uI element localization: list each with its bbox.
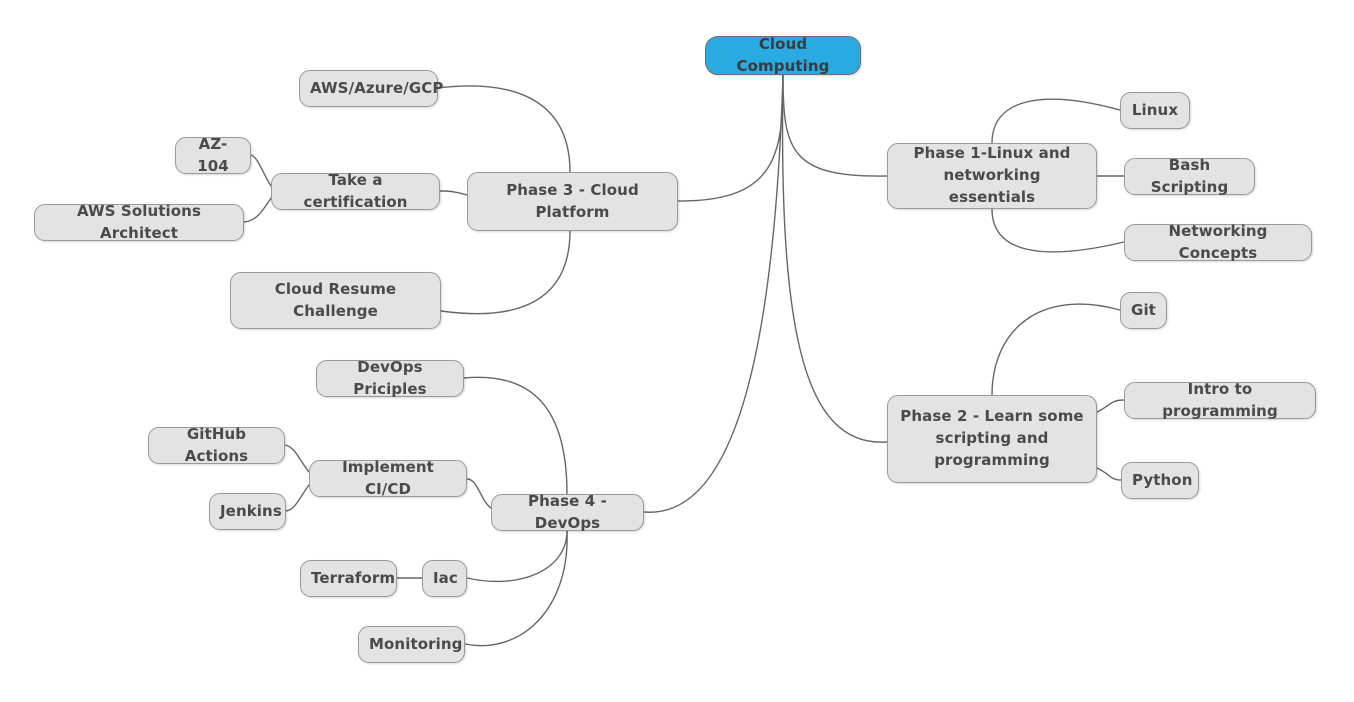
node-phase1[interactable]: Phase 1-Linux and networking essentials bbox=[887, 143, 1097, 209]
root-node[interactable]: Cloud Computing bbox=[705, 34, 861, 75]
node-awssolarch[interactable]: AWS Solutions Architect bbox=[34, 202, 244, 242]
node-intro-label: Intro to programming bbox=[1162, 379, 1278, 420]
node-iac-label: Iac bbox=[433, 568, 458, 587]
node-awsazuregcp[interactable]: AWS/Azure/GCP bbox=[299, 70, 444, 107]
node-jenkins-label: Jenkins bbox=[220, 501, 282, 520]
edge-phase3-to-cloudresume bbox=[440, 230, 571, 315]
node-cicd-label: Implement CI/CD bbox=[342, 457, 434, 498]
node-git-label: Git bbox=[1131, 300, 1156, 319]
node-phase4[interactable]: Phase 4 - DevOps bbox=[491, 492, 644, 532]
node-git[interactable]: Git bbox=[1120, 292, 1167, 329]
node-certification[interactable]: Take a certification bbox=[271, 171, 440, 211]
node-terraform-label: Terraform bbox=[311, 568, 396, 587]
node-az104[interactable]: AZ-104 bbox=[175, 135, 251, 175]
node-iac[interactable]: Iac bbox=[422, 560, 467, 597]
node-githubactions-label: GitHub Actions bbox=[184, 424, 249, 465]
node-az104-label: AZ-104 bbox=[197, 134, 229, 175]
node-phase4-label: Phase 4 - DevOps bbox=[528, 491, 607, 532]
node-phase2[interactable]: Phase 2 - Learn some scripting and progr… bbox=[887, 395, 1097, 483]
node-networking-label: Networking Concepts bbox=[1168, 221, 1268, 262]
root-label: Cloud Computing bbox=[736, 34, 830, 75]
edge-cicd-to-jenkins bbox=[285, 484, 310, 512]
node-githubactions[interactable]: GitHub Actions bbox=[148, 425, 285, 465]
node-intro[interactable]: Intro to programming bbox=[1124, 380, 1316, 420]
node-devopsprinciples[interactable]: DevOps Priciples bbox=[316, 358, 464, 398]
edge-phase4-to-devopsprinciples bbox=[463, 376, 568, 495]
edge-certification-to-az104 bbox=[250, 154, 272, 187]
node-bash[interactable]: Bash Scripting bbox=[1124, 156, 1255, 196]
edge-phase4-to-monitoring bbox=[464, 530, 568, 647]
edge-cicd-to-githubactions bbox=[284, 444, 310, 473]
node-monitoring[interactable]: Monitoring bbox=[358, 626, 465, 663]
node-python-label: Python bbox=[1132, 470, 1193, 489]
node-phase1-label: Phase 1-Linux and networking essentials bbox=[913, 144, 1071, 206]
node-linux[interactable]: Linux bbox=[1120, 92, 1190, 129]
node-python[interactable]: Python bbox=[1121, 462, 1199, 499]
edge-phase3-to-awsazuregcp bbox=[437, 85, 571, 173]
edge-phase1-to-networking bbox=[991, 208, 1125, 253]
edge-phase3-to-certification bbox=[439, 190, 468, 196]
node-phase2-label: Phase 2 - Learn some scripting and progr… bbox=[900, 407, 1084, 469]
edge-phase2-to-intro bbox=[1096, 399, 1125, 413]
edge-phase4-to-iac bbox=[466, 530, 568, 583]
edge-root-to-phase2 bbox=[781, 74, 888, 443]
node-bash-label: Bash Scripting bbox=[1150, 155, 1229, 196]
node-certification-label: Take a certification bbox=[303, 170, 408, 211]
node-monitoring-label: Monitoring bbox=[369, 634, 463, 653]
node-cicd[interactable]: Implement CI/CD bbox=[309, 458, 467, 498]
node-phase3-label: Phase 3 - Cloud Platform bbox=[506, 180, 639, 221]
node-jenkins[interactable]: Jenkins bbox=[209, 493, 286, 530]
node-phase3[interactable]: Phase 3 - Cloud Platform bbox=[467, 172, 678, 231]
node-devopsprinciples-label: DevOps Priciples bbox=[353, 357, 427, 398]
node-cloudresume-label: Cloud Resume Challenge bbox=[274, 279, 397, 320]
node-linux-label: Linux bbox=[1131, 100, 1179, 119]
edge-phase2-to-git bbox=[991, 303, 1121, 396]
edge-phase2-to-python bbox=[1096, 467, 1122, 481]
node-awsazuregcp-label: AWS/Azure/GCP bbox=[310, 78, 444, 97]
node-cloudresume[interactable]: Cloud Resume Challenge bbox=[230, 272, 441, 329]
edge-root-to-phase4 bbox=[643, 74, 784, 513]
node-networking[interactable]: Networking Concepts bbox=[1124, 222, 1312, 262]
edge-certification-to-awssolarch bbox=[243, 197, 272, 223]
edge-root-to-phase3 bbox=[677, 74, 784, 202]
node-terraform[interactable]: Terraform bbox=[300, 560, 397, 597]
node-awssolarch-label: AWS Solutions Architect bbox=[77, 201, 201, 242]
edge-phase1-to-linux bbox=[991, 98, 1121, 144]
edge-root-to-phase1 bbox=[782, 74, 888, 177]
edge-phase4-to-cicd bbox=[466, 478, 492, 509]
